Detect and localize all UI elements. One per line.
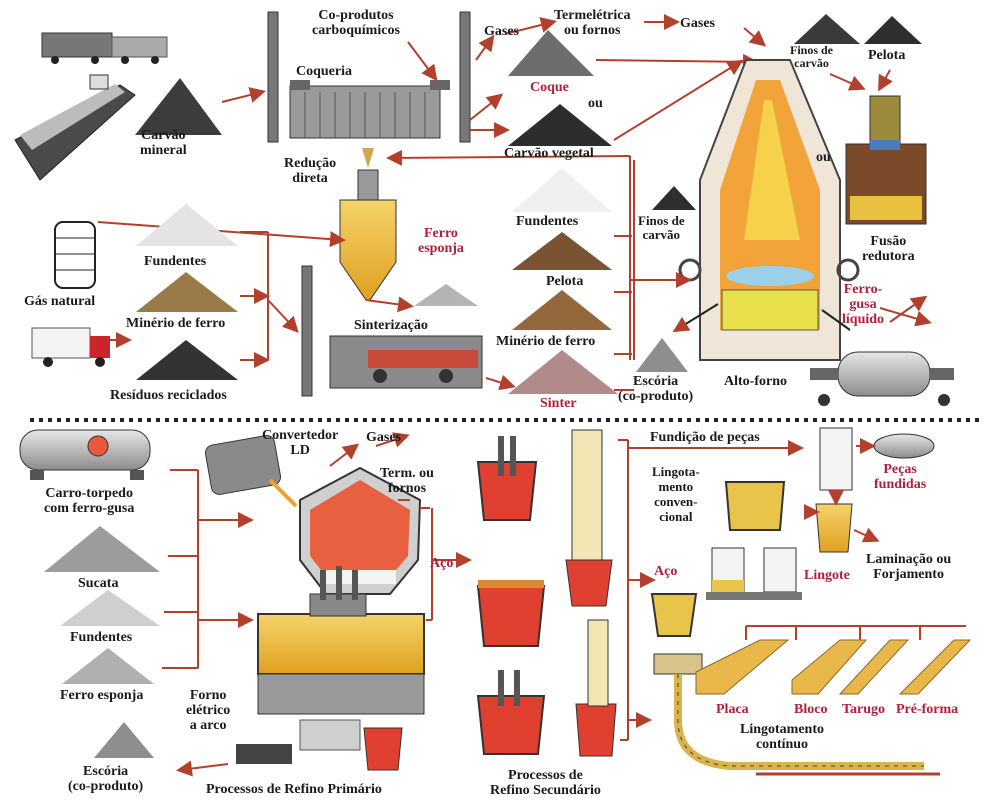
label-fundentes-mid: Fundentes (516, 214, 578, 229)
label-finos-carvao-top: Finos de carvão (790, 44, 833, 70)
train-wagon-icon (42, 33, 167, 64)
ladle-icon (478, 670, 544, 754)
label-gas-natural: Gás natural (24, 294, 95, 309)
label-refino-secundario: Processos de Refino Secundário (490, 768, 601, 798)
label-coqueria: Coqueria (296, 64, 352, 79)
label-ferro-esponja: Ferro esponja (418, 226, 464, 256)
truck-icon (32, 328, 110, 367)
label-tarugo: Tarugo (842, 702, 885, 717)
ladle-icon (478, 580, 544, 646)
label-ferro-gusa-liquido: Ferro- gusa líquido (842, 282, 884, 327)
label-fusao-redutora: Fusão redutora (862, 234, 915, 264)
shaft-furnace-icon (846, 96, 926, 224)
label-forno-eletrico: Forno elétrico a arco (186, 688, 230, 733)
label-convertedor: Convertedor LD (262, 428, 338, 458)
label-coproducts: Co-produtos carboquímicos (312, 8, 400, 38)
label-bloco: Bloco (794, 702, 827, 717)
ladle-icon (566, 430, 616, 756)
blast-furnace-icon (680, 60, 858, 360)
label-aco-2: Aço (654, 564, 677, 579)
label-pecas-fundidas: Peças fundidas (874, 462, 926, 492)
label-fundentes-left: Fundentes (144, 254, 206, 269)
label-refino-primario: Processos de Refino Primário (206, 782, 382, 797)
label-gases-top: Gases (484, 24, 519, 39)
label-ferro-esponja-bottom: Ferro esponja (60, 688, 143, 703)
label-sucata: Sucata (78, 576, 118, 591)
label-pelota-mid: Pelota (546, 274, 583, 289)
torpedo-car-icon (20, 430, 150, 480)
label-sinterizacao: Sinterização (354, 318, 428, 333)
label-pelota-top: Pelota (868, 48, 905, 63)
label-aco-1: Aço (430, 556, 453, 571)
label-term-fornos: Term. ou fornos (380, 466, 434, 496)
ladle-icon (706, 482, 802, 600)
label-gases-right: Gases (680, 16, 715, 31)
ladle-icon (478, 436, 536, 520)
label-lingote: Lingote (804, 568, 850, 583)
label-ou-2: ou (816, 150, 831, 165)
label-minerio-ferro-mid: Minério de ferro (496, 334, 595, 349)
label-carro-torpedo: Carro-torpedo com ferro-gusa (44, 486, 134, 516)
label-gases-ld: Gases (366, 430, 401, 445)
label-fundicao: Fundição de peças (650, 430, 760, 445)
label-escoria-bottom: Escória (co-produto) (68, 764, 143, 794)
shaft-furnace-icon (340, 148, 396, 300)
label-carvao-mineral: Carvão mineral (140, 128, 187, 158)
gas-tank-icon (55, 222, 95, 288)
label-residuos: Resíduos reciclados (110, 388, 227, 403)
label-finos-carvao-mid: Finos de carvão (638, 214, 685, 242)
ladle-icon (364, 728, 402, 770)
label-lingotamento-conv: Lingota- mento conven- cional (652, 464, 700, 524)
label-coque: Coque (530, 80, 569, 95)
label-reducao-direta: Redução direta (284, 156, 336, 186)
label-fundentes-bottom: Fundentes (70, 630, 132, 645)
label-termeletrica: Termelétrica ou fornos (554, 8, 630, 38)
label-sinter: Sinter (540, 396, 577, 411)
label-placa: Placa (716, 702, 749, 717)
label-ou-1: ou (588, 96, 603, 111)
cargo-ship-icon (15, 75, 135, 180)
label-alto-forno: Alto-forno (724, 374, 787, 389)
label-pre-forma: Pré-forma (896, 702, 958, 717)
label-escoria-top: Escória (co-produto) (618, 374, 693, 404)
ingot-icon (816, 504, 852, 552)
label-minerio-ferro-left: Minério de ferro (126, 316, 225, 331)
coal-pile-icon (135, 78, 222, 135)
label-laminacao: Laminação ou Forjamento (866, 552, 951, 582)
label-lingotamento-continuo: Lingotamento contínuo (740, 722, 824, 752)
label-carvao-vegetal: Carvão vegetal (504, 146, 594, 161)
